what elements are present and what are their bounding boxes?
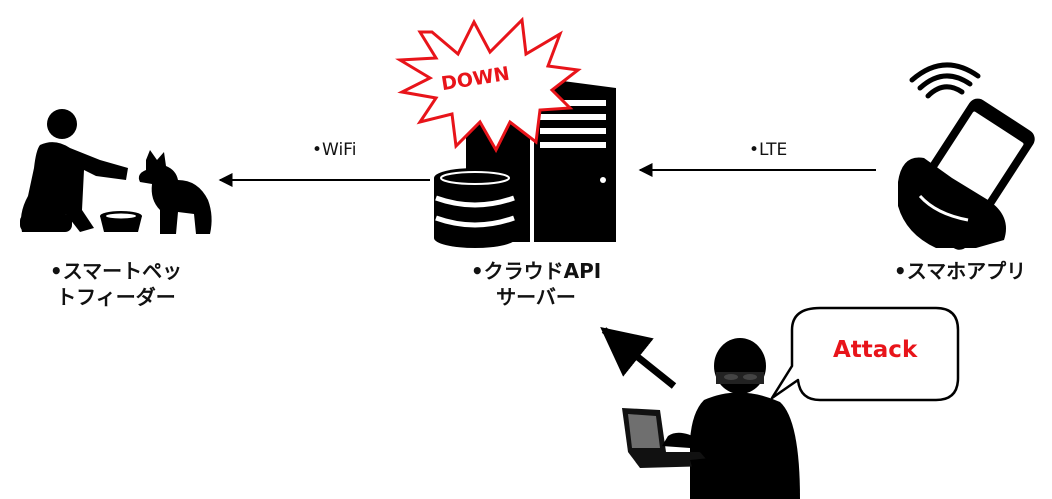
hacker-laptop-icon bbox=[622, 338, 800, 499]
smartphone-hand-icon bbox=[898, 62, 1035, 250]
attack-speech-text: Attack bbox=[833, 337, 918, 363]
server-label: •クラウドAPI サーバー bbox=[436, 258, 636, 310]
attack-arrow bbox=[600, 326, 677, 389]
feeder-label: •スマートペッ トフィーダー bbox=[26, 258, 206, 310]
person-feeding-dog-icon bbox=[20, 109, 212, 234]
server-label-line1: •クラウドAPI bbox=[470, 259, 602, 283]
server-label-line2: サーバー bbox=[496, 285, 576, 309]
speech-bubble-icon bbox=[770, 306, 960, 402]
wifi-label: •WiFi bbox=[312, 140, 357, 160]
app-label: •スマホアプリ bbox=[893, 259, 1027, 283]
feeder-label-line1: •スマートペッ bbox=[49, 259, 183, 283]
explosion-burst-icon bbox=[395, 16, 582, 154]
feeder-label-line2: トフィーダー bbox=[56, 285, 176, 309]
lte-label: •LTE bbox=[749, 140, 788, 160]
